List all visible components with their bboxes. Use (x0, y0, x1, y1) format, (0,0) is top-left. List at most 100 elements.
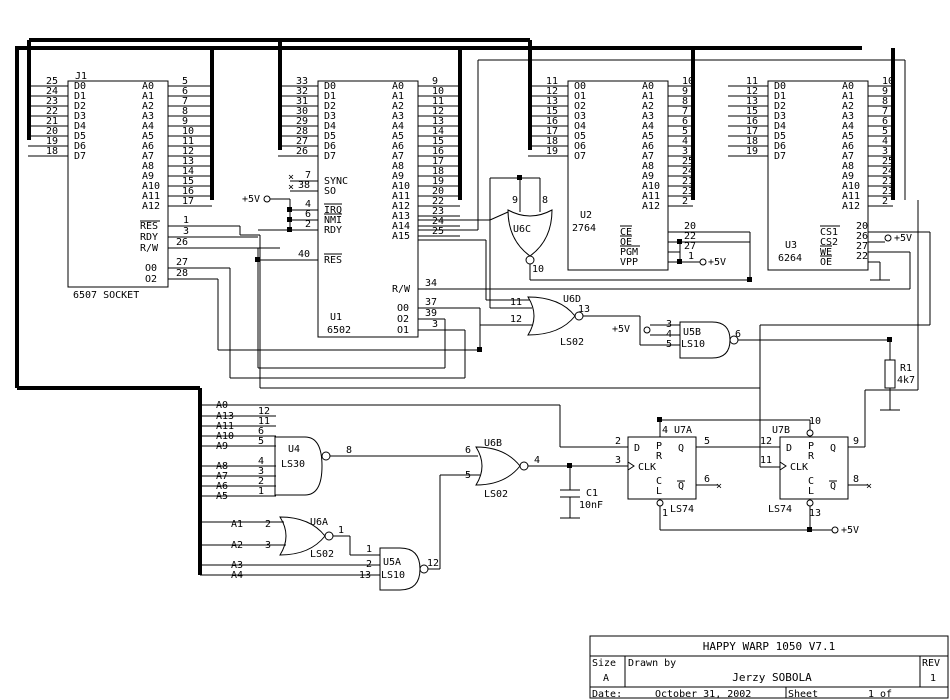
j1-right-name-6: A6 (142, 141, 154, 152)
u4-pin-0: 12 (258, 406, 270, 417)
u3-ctrl-0: CS1 (820, 227, 838, 238)
u7b-type: LS74 (768, 504, 792, 515)
u6c-ref: U6C (513, 224, 531, 235)
u7b-pin-2: 9 (853, 436, 859, 447)
u3-left-name-4: D4 (774, 121, 786, 132)
u3-left-name-2: D2 (774, 101, 786, 112)
u3-left-pin-2: 13 (746, 96, 758, 107)
j1-right-pin-4: 9 (182, 116, 188, 127)
u4-input-1: A13 (216, 411, 234, 422)
u1-right-pin-8: 17 (432, 156, 444, 167)
u2-ctrl-3: VPP (620, 257, 638, 268)
u5b-ref: U5B (683, 327, 701, 338)
u5a-pin-0: 1 (366, 544, 372, 555)
u5b-pin-1: 4 (666, 329, 672, 340)
u2-right-name-8: A8 (642, 161, 654, 172)
u6b-pin-2: 4 (534, 455, 540, 466)
u7b-pin-4: 8 (853, 474, 859, 485)
u2-right-pin-3: 7 (682, 106, 688, 117)
u3-right-pin-8: 25 (882, 156, 894, 167)
u6d-gate: 11 12 13 U6D LS02 (480, 294, 680, 348)
u1-rw: R/W (392, 284, 411, 295)
j1-clk-0: O0 (145, 263, 157, 274)
u7b-name-6: L (808, 486, 814, 497)
u3-ctrl-2: WE (820, 247, 832, 258)
u2-right-name-5: A5 (642, 131, 654, 142)
u1-body (317, 80, 419, 338)
u6c-pin-0: 9 (512, 195, 518, 206)
j1-right-name-1: A1 (142, 91, 154, 102)
u1-clk-0: O0 (397, 303, 409, 314)
j1-left-pin-4: 21 (46, 116, 58, 127)
u3-left-name-0: D0 (774, 81, 786, 92)
j1-right-name-12: A12 (142, 201, 160, 212)
u1-left-name-5: D5 (324, 131, 336, 142)
j1-left-name-6: D6 (74, 141, 86, 152)
u1-right-name-0: A0 (392, 81, 404, 92)
u2-left-pin-6: 18 (546, 136, 558, 147)
u4-out-pin: 8 (346, 445, 352, 456)
u1-left-pin-2: 31 (296, 96, 308, 107)
u3-right-pin-10: 21 (882, 176, 894, 187)
u1-left-pin-3: 30 (296, 106, 308, 117)
address-bus (210, 48, 895, 200)
u3-right-pin-4: 6 (882, 116, 888, 127)
u2-ctrl-pin-0: 20 (684, 221, 696, 232)
u3-right-pin-2: 8 (882, 96, 888, 107)
u6c-pin-2: 10 (532, 264, 544, 275)
u1-right-pin-6: 15 (432, 136, 444, 147)
j1-left-name-1: D1 (74, 91, 86, 102)
j1-left-name-3: D3 (74, 111, 86, 122)
u1-right-pin-2: 11 (432, 96, 444, 107)
u4-pin-2: 6 (258, 426, 264, 437)
u3-right-pin-3: 7 (882, 106, 888, 117)
u1-right-name-3: A3 (392, 111, 404, 122)
u7a-name-5: C (656, 476, 662, 487)
j1-left-name-7: D7 (74, 151, 86, 162)
u2-ctrl-2: PGM (620, 247, 638, 258)
u2-ctrl-pin-3: 1 (688, 251, 694, 262)
title-block-rev-label: REV (922, 658, 940, 669)
u6a-input-0: A1 (231, 519, 243, 530)
u2-right-name-4: A4 (642, 121, 654, 132)
j1-right-name-7: A7 (142, 151, 154, 162)
u3-left-pin-7: 19 (746, 146, 758, 157)
u5b-type: LS10 (681, 339, 705, 350)
j1-right-name-11: A11 (142, 191, 160, 202)
j1-clk-pin-1: 28 (176, 268, 188, 279)
u1-right-name-4: A4 (392, 121, 404, 132)
j1-right-pin-11: 16 (182, 186, 194, 197)
u4-pin-3: 5 (258, 436, 264, 447)
u2-ctrl-1: OE (620, 237, 632, 248)
u7a-name-2: R (656, 451, 663, 462)
u5a-pin-1: 2 (366, 559, 372, 570)
u1-right-name-13: A13 (392, 211, 410, 222)
u1-left-pin-5: 28 (296, 126, 308, 137)
u2-right-pin-11: 23 (682, 186, 694, 197)
j1-left-pin-2: 23 (46, 96, 58, 107)
u2-right-name-0: A0 (642, 81, 654, 92)
u7b-name-4: CLK (790, 462, 808, 473)
u2-right-name-2: A2 (642, 101, 654, 112)
u1-right-name-7: A7 (392, 151, 404, 162)
u2-right-pin-1: 9 (682, 86, 688, 97)
j1-left-name-4: D4 (74, 121, 86, 132)
u1-clk-pin-0: 37 (425, 297, 437, 308)
u2-name: 2764 (572, 223, 596, 234)
u1-right-name-15: A15 (392, 231, 410, 242)
u1-right-pin-0: 9 (432, 76, 438, 87)
u2-ctrl-pin-1: 22 (684, 231, 696, 242)
u2-ref: U2 (580, 210, 592, 221)
u4-pin-7: 1 (258, 486, 264, 497)
u3-ctrl-pin-2: 27 (856, 241, 868, 252)
u6a-ref: U6A (310, 517, 328, 528)
u3-ctrl-3: OE (820, 257, 832, 268)
u2-right-name-9: A9 (642, 171, 654, 182)
u7b-name-1: P (808, 441, 814, 452)
r1-ref: R1 (900, 363, 912, 374)
u5b-pin-3: 6 (735, 329, 741, 340)
u2-left-pin-4: 16 (546, 116, 558, 127)
